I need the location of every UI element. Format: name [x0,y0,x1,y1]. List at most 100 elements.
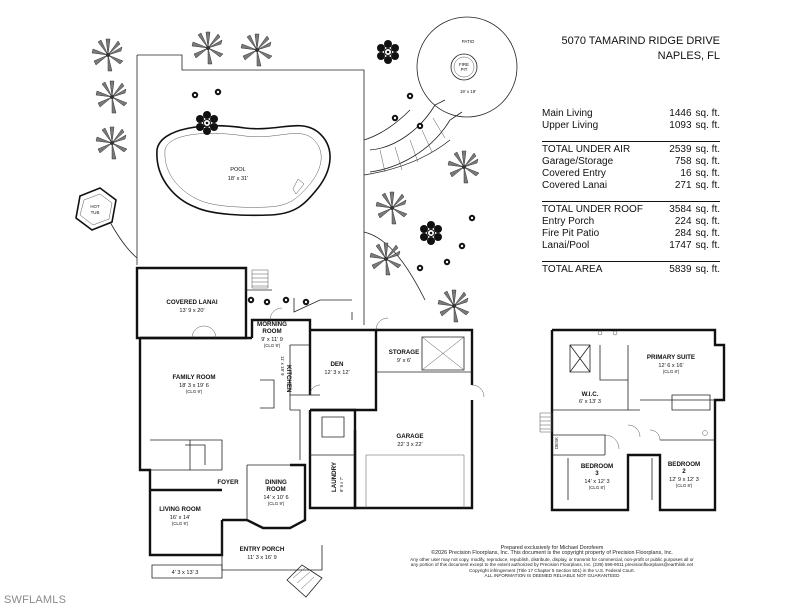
bedroom2-label-1: BEDROOM [668,461,700,468]
property-header: 5070 TAMARIND RIDGE DRIVE NAPLES, FL [540,34,720,64]
palm-tree-icon [437,289,470,323]
area-unit: sq. ft. [695,180,720,191]
shrub-icon [247,296,255,304]
area-label: Covered Lanai [542,180,608,191]
patio-label: PATIO [462,39,475,44]
city: NAPLES, FL [657,50,720,62]
den-dim: 12' 3 x 12' [324,370,349,376]
hot-tub-label-1: HOT [90,204,100,209]
storage-dim: 9' x 6' [397,358,411,364]
laundry-label: LAUNDRY [331,461,338,492]
hot-tub: HOT TUB [75,187,138,259]
fire-pit-label-2: PIT [461,67,468,72]
area-unit: sq. ft. [695,108,720,119]
dining-room-label-1: DINING [265,479,287,486]
bedroom3-clg: (CLG 8') [589,485,606,490]
area-unit: sq. ft. [695,156,720,167]
footer-copyright: ©2026 Precision Floorplans, Inc. This do… [431,550,673,557]
bedroom2-clg: (CLG 8') [676,483,693,488]
area-label: Garage/Storage [542,156,614,167]
area-value: 271 [674,180,692,191]
dining-room-label-2: ROOM [266,486,285,493]
main-floor-walls [135,266,485,598]
upper-stairs [539,412,553,433]
shrub-icon [282,296,290,304]
kitchen-island [260,379,275,409]
family-room-clg: (CLG 9') [186,389,203,394]
area-label: TOTAL UNDER AIR [542,144,631,155]
upper-floor-labels: PRIMARY SUITE 12' 6 x 16' (CLG 8') W.I.C… [554,354,700,490]
family-room-dim: 18' 3 x 19' 6 [179,383,209,389]
den-label: DEN [330,361,344,368]
area-value: 5839 [669,264,692,275]
entry-porch-label: ENTRY PORCH [240,546,285,553]
pool-dim: 18' x 31' [228,176,249,182]
lanai-stairs [251,269,269,289]
address: 5070 TAMARIND RIDGE DRIVE [561,35,720,47]
footer-disclaimer: ALL INFORMATION IS DEEMED RELIABLE NOT G… [484,573,620,579]
pool-label: POOL [230,167,246,173]
area-label: TOTAL UNDER ROOF [542,204,643,215]
copyright-footer: Prepared exclusively for Michael Dorofee… [392,545,712,579]
patio-circle: PATIO FIRE PIT 19' x 19' [416,16,518,118]
palm-tree-icon [375,191,408,225]
kitchen-label: KITCHEN [285,365,292,393]
palm-tree-icon [95,80,128,114]
shower [569,344,591,373]
area-unit: sq. ft. [695,168,720,179]
wic-dim: 6' x 13' 3 [579,399,601,405]
shrub-icon [419,220,443,246]
entry-porch-dim: 11' 3 x 16' 9 [247,555,276,561]
area-unit: sq. ft. [695,204,720,215]
storage-label: STORAGE [389,349,419,356]
covered-lanai-label: COVERED LANAI [166,299,218,306]
area-unit: sq. ft. [695,120,720,131]
footer-terms-1: Any other user may not copy, modify, rep… [410,556,694,562]
steppers-path [369,99,463,173]
morning-room-dim: 9' x 11' 9 [261,337,283,343]
watermark: SWFLAMLS [4,594,67,606]
morning-room-clg: (CLG 9') [264,343,281,348]
area-label: Covered Entry [542,168,606,179]
morning-room-label-2: ROOM [262,328,281,335]
wic-label: W.I.C. [582,391,599,398]
palm-tree-icon [95,126,128,160]
garage-label: GARAGE [396,433,423,440]
bedroom3-label-1: BEDROOM [581,463,613,470]
footer-terms-2: any portion of this document except to t… [410,562,694,568]
patio-dim: 19' x 19' [460,89,476,94]
area-label: Entry Porch [542,216,595,227]
lanai-enclosure [136,54,451,325]
area-value: 16 [680,168,692,179]
shrub-icon [416,122,424,130]
palm-tree-icon [447,150,480,184]
desk-label: DESK [554,437,559,449]
shrub-icon [468,214,476,222]
footer-terms-3: Copyright infringement (Title 17 Chapter… [469,567,635,573]
bedroom3-dim: 14' x 12' 3 [584,479,609,485]
area-label: Upper Living [542,120,599,131]
shrub-icon [406,92,414,100]
bedroom2-label-2: 2 [682,468,686,475]
area-value: 1747 [669,240,692,251]
area-unit: sq. ft. [695,264,720,275]
area-label: Main Living [542,108,593,119]
shrub-icon [416,264,424,272]
bedroom3-label-2: 3 [595,470,599,477]
palm-tree-icon [91,38,124,72]
laundry-dim: 8' 9 x 7' [339,477,344,492]
primary-suite-label: PRIMARY SUITE [647,354,695,361]
palm-tree-icon [191,31,224,65]
kitchen-dim: 11' x 18' 9 [280,356,285,376]
area-label: Lanai/Pool [542,240,590,251]
